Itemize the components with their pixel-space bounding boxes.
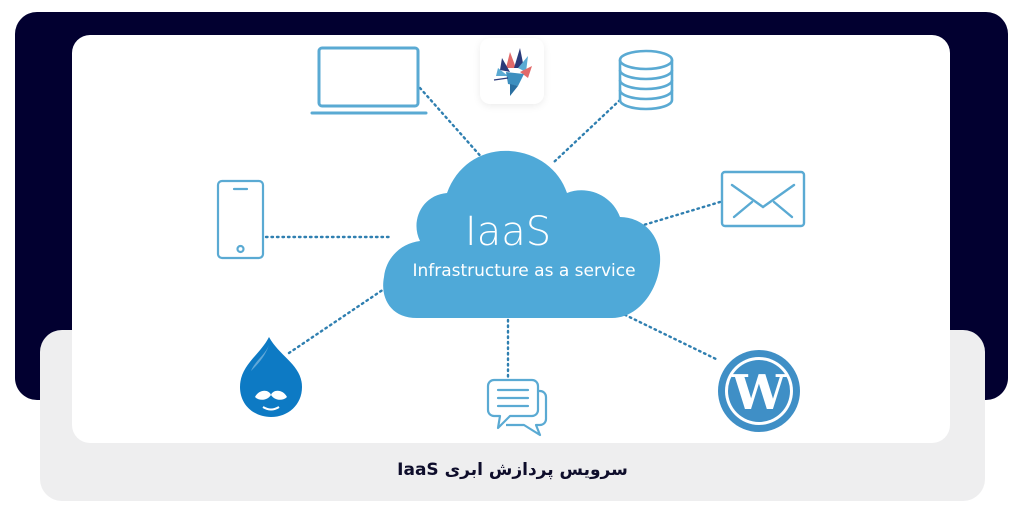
connector-laptop [418, 86, 486, 162]
drupal-icon [240, 337, 302, 417]
connector-drupal [287, 285, 389, 355]
cloud-title: IaaS [465, 209, 551, 255]
envelope-icon [720, 170, 806, 228]
cloud-subtitle: Infrastructure as a service [412, 261, 635, 281]
svg-text:W: W [731, 365, 787, 421]
cloud-shape: IaaS Infrastructure as a service [383, 150, 661, 318]
bird-logo-icon [493, 48, 532, 96]
iaas-diagram: IaaS Infrastructure as a service [216, 46, 806, 437]
smartphone-icon [216, 179, 265, 260]
chat-bubbles-icon [486, 378, 548, 437]
brand-logo-tile [480, 38, 544, 104]
diagram-card: IaaS Infrastructure as a service [72, 35, 950, 443]
connector-database [552, 98, 622, 164]
wordpress-icon: W [718, 350, 800, 432]
connector-wordpress [613, 308, 720, 362]
caption-title: سرویس پردازش ابری IaaS [397, 460, 628, 480]
laptop-icon [310, 46, 428, 115]
database-icon [618, 49, 674, 111]
